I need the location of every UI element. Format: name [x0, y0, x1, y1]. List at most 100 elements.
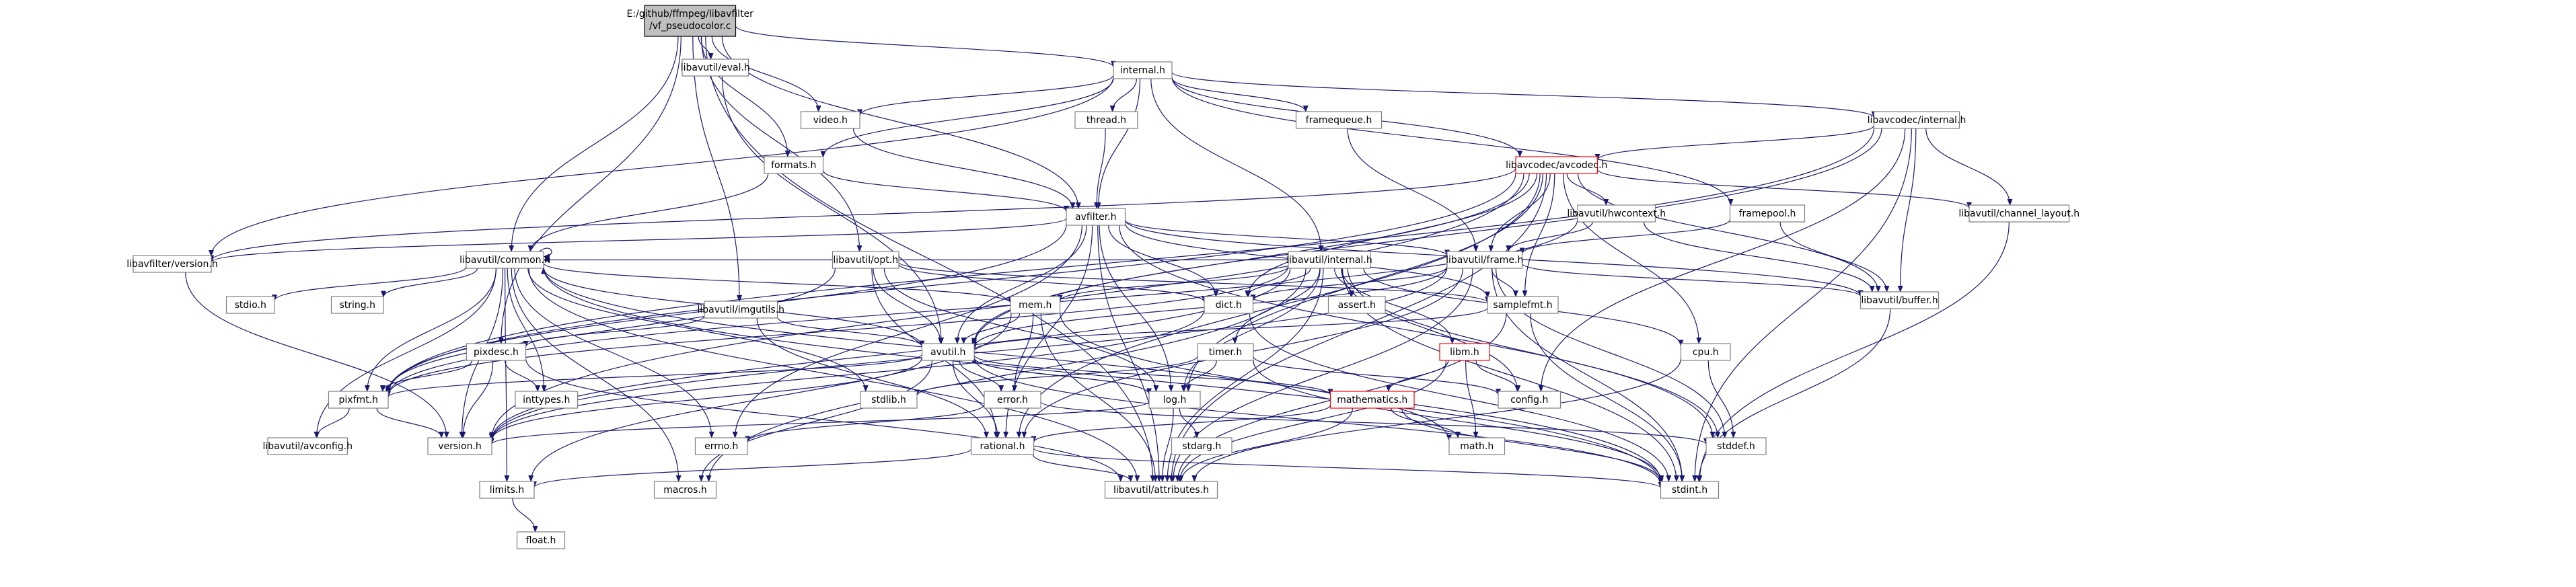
edge-mathematics-to-rational [1031, 405, 1331, 443]
node-samplefmt[interactable]: samplefmt.h [1487, 296, 1559, 314]
node-lavfi-version[interactable]: libavfilter/version.h [126, 255, 218, 273]
edge-common-to-stdio [272, 266, 467, 302]
node-buffer[interactable]: libavutil/buffer.h [1860, 291, 1940, 309]
node-box [1448, 437, 1506, 455]
node-common[interactable]: libavutil/common.h [459, 251, 550, 269]
node-stdlib[interactable]: stdlib.h [860, 391, 918, 409]
edge-avcodec-to-samplefmt [1522, 173, 1555, 297]
node-error[interactable]: error.h [984, 391, 1041, 409]
node-config[interactable]: config.h [1498, 391, 1561, 409]
node-stdarg[interactable]: stdarg.h [1171, 437, 1232, 455]
node-version[interactable]: version.h [427, 437, 492, 455]
node-video[interactable]: video.h [800, 111, 860, 129]
edge-timer-to-log [1181, 360, 1217, 392]
node-label: libavutil/avconfig.h [263, 441, 353, 452]
node-avfilter[interactable]: avfilter.h [1066, 208, 1126, 226]
node-eval[interactable]: libavutil/eval.h [681, 58, 750, 77]
node-lavu-internal[interactable]: libavutil/internal.h [1286, 251, 1372, 269]
node-formats[interactable]: formats.h [764, 156, 824, 174]
node-timer[interactable]: timer.h [1197, 343, 1254, 361]
node-limits[interactable]: limits.h [479, 481, 535, 499]
edge-video-to-avfilter [852, 128, 1076, 209]
node-rational[interactable]: rational.h [970, 437, 1035, 455]
node-label: float.h [526, 535, 556, 546]
node-hwcontext[interactable]: libavutil/hwcontext.h [1567, 204, 1666, 223]
node-mathematics[interactable]: mathematics.h [1329, 391, 1415, 409]
node-macros[interactable]: macros.h [653, 481, 717, 499]
edge-error-to-errno [745, 403, 985, 443]
node-label: macros.h [663, 485, 707, 496]
node-label: timer.h [1209, 347, 1242, 358]
node-float[interactable]: float.h [516, 531, 566, 549]
node-channel-layout[interactable]: libavutil/channel_layout.h [1958, 204, 2080, 223]
edge-common-to-macros [511, 268, 682, 482]
edge-internal-to-video [857, 75, 1114, 116]
node-math[interactable]: math.h [1448, 437, 1506, 455]
node-label: libavfilter/version.h [126, 259, 217, 270]
edge-eval-to-avutil [721, 75, 945, 344]
node-label: rational.h [980, 441, 1025, 452]
node-box [1705, 437, 1767, 455]
edge-log-to-attributes [1159, 407, 1174, 482]
node-box [1498, 391, 1561, 409]
node-log[interactable]: log.h [1148, 391, 1201, 409]
node-cpu[interactable]: cpu.h [1680, 343, 1731, 361]
node-avutil[interactable]: avutil.h [921, 343, 975, 361]
node-label: config.h [1510, 395, 1548, 405]
edge-lavc-internal-to-buffer [1897, 128, 1917, 292]
node-pixdesc[interactable]: pixdesc.h [466, 343, 527, 361]
node-label: inttypes.h [523, 395, 570, 405]
edge-pixfmt-to-version [376, 407, 445, 438]
node-root[interactable]: E:/github/ffmpeg/libavfilter/vf_pseudoco… [627, 5, 754, 37]
node-dict[interactable]: dict.h [1204, 296, 1254, 314]
node-stdio[interactable]: stdio.h [225, 296, 275, 314]
node-internal[interactable]: internal.h [1113, 61, 1173, 79]
node-box [1204, 296, 1254, 314]
node-mem[interactable]: mem.h [1010, 296, 1061, 314]
node-label: libavutil/internal.h [1286, 255, 1372, 266]
node-box [984, 391, 1041, 409]
edge-lavfi-version-to-version [185, 272, 449, 438]
node-thread[interactable]: thread.h [1074, 111, 1138, 129]
edge-samplefmt-to-stdint [1530, 313, 1685, 482]
node-label: thread.h [1087, 115, 1126, 126]
node-string[interactable]: string.h [330, 296, 384, 314]
node-label: libm.h [1450, 347, 1479, 358]
node-attributes[interactable]: libavutil/attributes.h [1104, 481, 1218, 499]
node-errno[interactable]: errno.h [694, 437, 748, 455]
edge-error-to-stddef [1040, 401, 1709, 445]
node-lavc-internal[interactable]: libavcodec/internal.h [1868, 111, 1966, 129]
edge-lavc-internal-to-config [1538, 128, 1906, 392]
edge-framequeue-to-frame [1347, 128, 1479, 252]
node-avconfig[interactable]: libavutil/avconfig.h [263, 437, 353, 455]
node-label: avfilter.h [1075, 212, 1116, 223]
node-stddef[interactable]: stddef.h [1705, 437, 1767, 455]
edge-avcodec-to-cpu [1563, 173, 1702, 344]
edge-common-to-limits [504, 268, 510, 482]
node-frame[interactable]: libavutil/frame.h [1446, 251, 1523, 269]
node-assert[interactable]: assert.h [1327, 296, 1386, 314]
edge-libm-to-mathematics [1385, 360, 1449, 392]
edge-dict-to-stdint [1249, 313, 1672, 482]
node-label: version.h [438, 441, 482, 452]
node-framepool[interactable]: framepool.h [1729, 204, 1806, 223]
node-stdint[interactable]: stdint.h [1660, 481, 1720, 499]
node-label: pixdesc.h [474, 347, 519, 358]
node-box [427, 437, 492, 455]
node-pixfmt[interactable]: pixfmt.h [328, 391, 389, 409]
node-label: libavutil/imgutils.h [697, 305, 784, 315]
node-avcodec[interactable]: libavcodec/avcodec.h [1506, 156, 1607, 174]
node-box [466, 343, 527, 361]
edge-avfilter-to-stddef [1119, 225, 1716, 438]
node-libm[interactable]: libm.h [1439, 343, 1490, 361]
node-box [133, 255, 212, 273]
node-label: framepool.h [1739, 208, 1796, 219]
node-opt[interactable]: libavutil/opt.h [832, 251, 899, 269]
edge-root-to-eval [698, 36, 714, 60]
node-imgutils[interactable]: libavutil/imgutils.h [697, 301, 784, 319]
node-box [921, 343, 975, 361]
node-framequeue[interactable]: framequeue.h [1295, 111, 1383, 129]
edge-frame-to-buffer [1521, 263, 1864, 297]
node-inttypes[interactable]: inttypes.h [515, 391, 579, 409]
node-label: stddef.h [1717, 441, 1755, 452]
